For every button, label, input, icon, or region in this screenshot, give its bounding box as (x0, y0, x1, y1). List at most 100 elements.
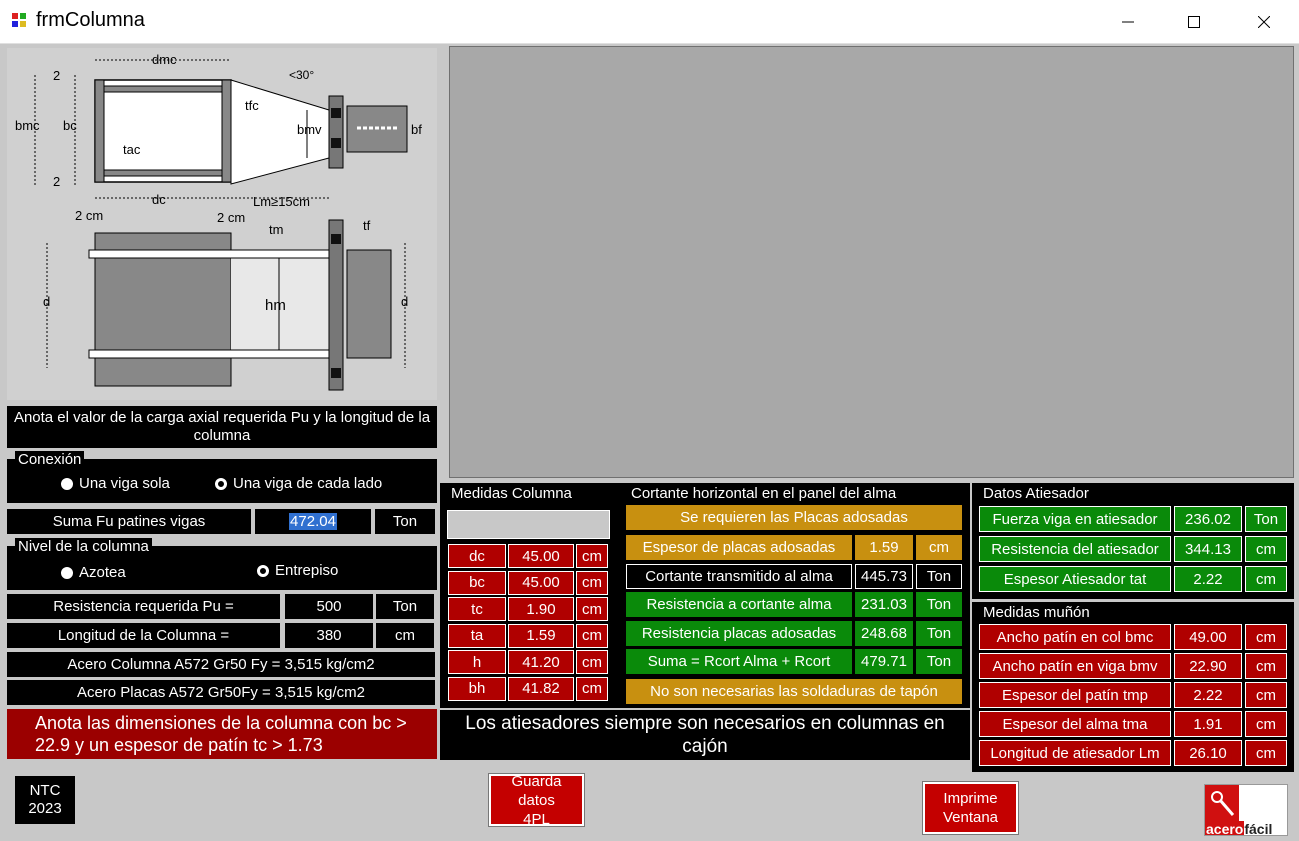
nivel-title: Nivel de la columna (15, 538, 152, 556)
medidas-columna-blank (447, 510, 610, 539)
munon-row-unit: cm (1245, 711, 1287, 737)
munon-row-value: 1.91 (1174, 711, 1242, 737)
cortante-row-unit: Ton (916, 592, 962, 617)
atiesador-row-unit: Ton (1245, 506, 1287, 532)
munon-row-label: Espesor del patín tmp (979, 682, 1171, 708)
longitud-unit: cm (376, 623, 434, 648)
munon-row-unit: cm (1245, 653, 1287, 679)
ntc-line1: NTC (29, 782, 61, 799)
medida-name: bc (448, 570, 506, 595)
imprime-button[interactable]: Imprime Ventana (922, 781, 1019, 835)
radio-azotea[interactable]: Azotea (61, 564, 126, 581)
atiesador-row-label: Espesor Atiesador tat (979, 566, 1171, 592)
label-lm: Lm≥15cm (253, 194, 310, 209)
medida-value[interactable]: 45.00 (508, 570, 574, 595)
munon-row-unit: cm (1245, 624, 1287, 650)
label-d-left: d (43, 294, 50, 309)
medida-unit: cm (576, 676, 608, 701)
munon-row-label: Espesor del alma tma (979, 711, 1171, 737)
medida-value[interactable]: 1.59 (508, 623, 574, 648)
pu-input[interactable]: 500 (285, 594, 373, 619)
atiesadores-note: Los atiesadores siempre son necesarios e… (440, 710, 970, 760)
cortante-row-label: Espesor de placas adosadas (626, 535, 852, 560)
munon-row-unit: cm (1245, 682, 1287, 708)
cortante-row-label: Cortante transmitido al alma (626, 563, 852, 589)
cortante-row-unit: Ton (916, 563, 962, 589)
suma-fu-input[interactable]: 472.04 (255, 509, 371, 534)
label-bf: bf (411, 122, 422, 137)
munon-row-value: 26.10 (1174, 740, 1242, 766)
munon-row-label: Ancho patín en viga bmv (979, 653, 1171, 679)
radio-una-viga-sola[interactable]: Una viga sola (61, 475, 170, 492)
munon-row-value: 22.90 (1174, 653, 1242, 679)
ntc-line2: 2023 (28, 800, 62, 817)
label-tf: tf (363, 218, 371, 233)
medida-unit: cm (576, 597, 608, 621)
nivel-group: Nivel de la columna Azotea Entrepiso (7, 538, 437, 590)
munon-row-label: Ancho patín en col bmc (979, 624, 1171, 650)
suma-fu-unit: Ton (375, 509, 435, 534)
radio-circle (215, 478, 227, 491)
logo-text-facil: fácil (1244, 821, 1273, 836)
cortante-row-label: Resistencia placas adosadas (626, 620, 852, 646)
medida-value[interactable]: 45.00 (508, 544, 574, 568)
label-d-right: d (401, 294, 408, 309)
label-angle: <30° (289, 68, 314, 82)
acero-columna: Acero Columna A572 Gr50 Fy = 3,515 kg/cm… (7, 652, 435, 677)
diagram-drawing: dmc bmc bc tfc tac bmv bf dc Lm≥15cm <30… (15, 52, 422, 391)
radio-circle (61, 567, 73, 580)
radio-entrepiso[interactable]: Entrepiso (257, 562, 338, 579)
medida-unit: cm (576, 544, 608, 568)
radio-label: Una viga sola (79, 475, 170, 492)
app-icon (11, 12, 27, 28)
label-dc: dc (152, 192, 166, 207)
close-icon (1258, 16, 1270, 28)
close-button[interactable] (1241, 0, 1287, 44)
medida-name: bh (448, 676, 506, 701)
atiesador-row-value: 2.22 (1174, 566, 1242, 592)
atiesador-row-value: 236.02 (1174, 506, 1242, 532)
conexion-group: Conexión Una viga sola Una viga de cada … (7, 451, 437, 503)
munon-row-value: 49.00 (1174, 624, 1242, 650)
radio-label: Azotea (79, 564, 126, 581)
dims-instruction: Anota las dimensiones de la columna con … (7, 709, 437, 759)
atiesador-row-value: 344.13 (1174, 536, 1242, 562)
logo-mark (1205, 785, 1239, 821)
label-tac: tac (123, 142, 141, 157)
logo-text-acero: acero (1205, 821, 1245, 836)
munon-row-value: 2.22 (1174, 682, 1242, 708)
medida-value[interactable]: 41.20 (508, 650, 574, 674)
label-hm: hm (265, 297, 286, 314)
radio-label: Una viga de cada lado (233, 475, 383, 492)
longitud-input[interactable]: 380 (285, 623, 373, 648)
cortante-row-label: Suma = Rcort Alma + Rcort (626, 649, 852, 674)
cortante-row-value: 445.73 (855, 563, 913, 589)
label-bc: bc (63, 118, 77, 133)
radio-una-viga-cada-lado[interactable]: Una viga de cada lado (215, 475, 382, 492)
cortante-footer: No son necesarias las soldaduras de tapó… (626, 679, 962, 704)
medida-value[interactable]: 1.90 (508, 597, 574, 621)
cortante-title: Cortante horizontal en el panel del alma (628, 485, 900, 503)
guarda-button[interactable]: Guarda datos 4PL (488, 773, 585, 828)
munon-row-label: Longitud de atiesador Lm (979, 740, 1171, 766)
cortante-row-unit: Ton (916, 620, 962, 646)
title-bar: frmColumna (0, 0, 1299, 44)
conexion-title: Conexión (15, 451, 85, 469)
cortante-banner: Se requieren las Placas adosadas (626, 505, 962, 530)
medida-name: tc (448, 597, 506, 621)
acero-placas: Acero Placas A572 Gr50Fy = 3,515 kg/cm2 (7, 680, 435, 705)
atiesador-row-unit: cm (1245, 566, 1287, 592)
label-tm: tm (269, 222, 283, 237)
medidas-columna-title: Medidas Columna (448, 485, 575, 503)
label-two-top: 2 (53, 68, 60, 83)
minimize-icon (1122, 21, 1134, 23)
maximize-button[interactable] (1171, 0, 1217, 44)
medida-value[interactable]: 41.82 (508, 676, 574, 701)
minimize-button[interactable] (1105, 0, 1151, 44)
cortante-row-unit: Ton (916, 649, 962, 674)
medidas-munon-title: Medidas muñón (980, 604, 1093, 622)
medida-name: ta (448, 623, 506, 648)
medida-name: dc (448, 544, 506, 568)
preview-panel (449, 46, 1294, 478)
logo-icon (1211, 791, 1235, 816)
